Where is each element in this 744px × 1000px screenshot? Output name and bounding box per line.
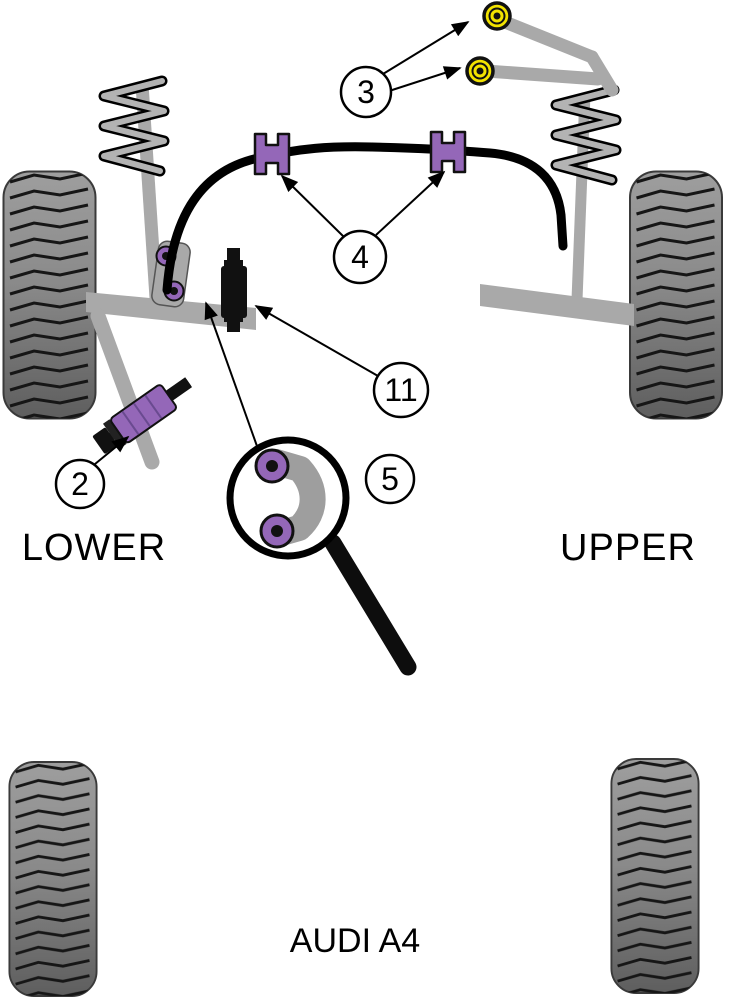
lower-arm-left — [86, 292, 256, 330]
callout-11-number: 11 — [384, 372, 417, 408]
callout-5: 5 — [364, 453, 416, 505]
label-lower: LOWER — [22, 527, 166, 569]
magnifier — [226, 436, 417, 676]
tire-front-right — [628, 170, 724, 420]
tire-rear-right — [610, 758, 700, 994]
magnifier-handle — [324, 534, 417, 676]
upper-arm-bush-2 — [465, 56, 495, 86]
upper-arm-right — [479, 13, 619, 97]
tire-front-left — [2, 170, 97, 420]
bolt-thread-icon — [165, 377, 193, 401]
label-upper: UPPER — [560, 527, 696, 569]
lower-link-left — [90, 308, 160, 470]
coil-spring-left — [98, 75, 170, 177]
anti-roll-bar — [162, 142, 568, 295]
callout-4-number: 4 — [351, 239, 369, 275]
bolt-head-icon — [92, 427, 118, 454]
lower-arm-right — [480, 284, 634, 326]
label-model: AUDI A4 — [290, 922, 420, 960]
arb-bush-left — [253, 132, 291, 176]
callout-3-number: 3 — [357, 74, 375, 110]
callout-4: 4 — [332, 229, 388, 285]
callout-2: 2 — [54, 458, 106, 510]
tire-rear-left — [8, 761, 98, 997]
callout-3: 3 — [339, 65, 393, 119]
upper-arm-bush-1 — [482, 1, 512, 31]
arb-bush-right — [429, 130, 467, 174]
callout-11: 11 — [372, 361, 430, 419]
engine-mount-bracket — [221, 248, 247, 332]
callout-2-number: 2 — [71, 466, 89, 502]
coil-spring-right — [550, 84, 622, 186]
magnified-part — [254, 448, 326, 549]
callout-arrows — [94, 21, 470, 465]
callout-5-number: 5 — [381, 461, 399, 497]
magnifier-rim — [226, 436, 350, 560]
